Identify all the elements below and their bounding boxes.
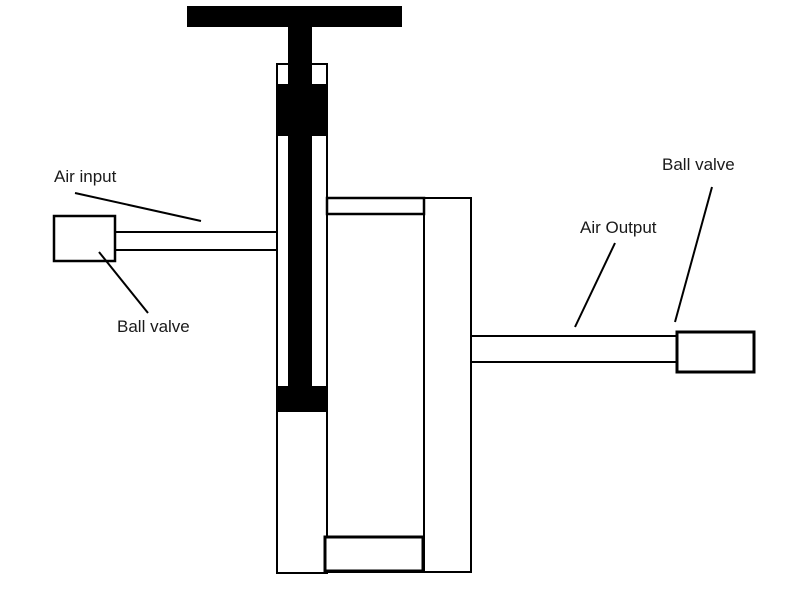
ball-valve-right <box>675 330 756 374</box>
air-input-pipe <box>113 231 278 251</box>
air-output-label: Air Output <box>580 218 657 237</box>
air-input-leader-line <box>74 192 202 222</box>
cylinder-top-cap <box>325 196 426 216</box>
ball-valve-right-leader-line <box>674 186 713 323</box>
piston-rod <box>288 26 312 387</box>
ball-valve-left <box>52 214 117 263</box>
cylinder-bottom-cap <box>323 535 425 573</box>
air-output-pipe <box>470 335 678 363</box>
ball-valve-left-label: Ball valve <box>117 317 190 336</box>
air-output-leader-line <box>574 242 616 328</box>
ball-valve-left-leader-line <box>98 251 149 314</box>
ball-valve-right-label: Ball valve <box>662 155 735 174</box>
piston <box>276 386 328 412</box>
t-handle <box>187 6 402 27</box>
air-input-label: Air input <box>54 167 117 186</box>
rod-seal-gland <box>276 84 328 136</box>
pump-body <box>326 197 472 573</box>
